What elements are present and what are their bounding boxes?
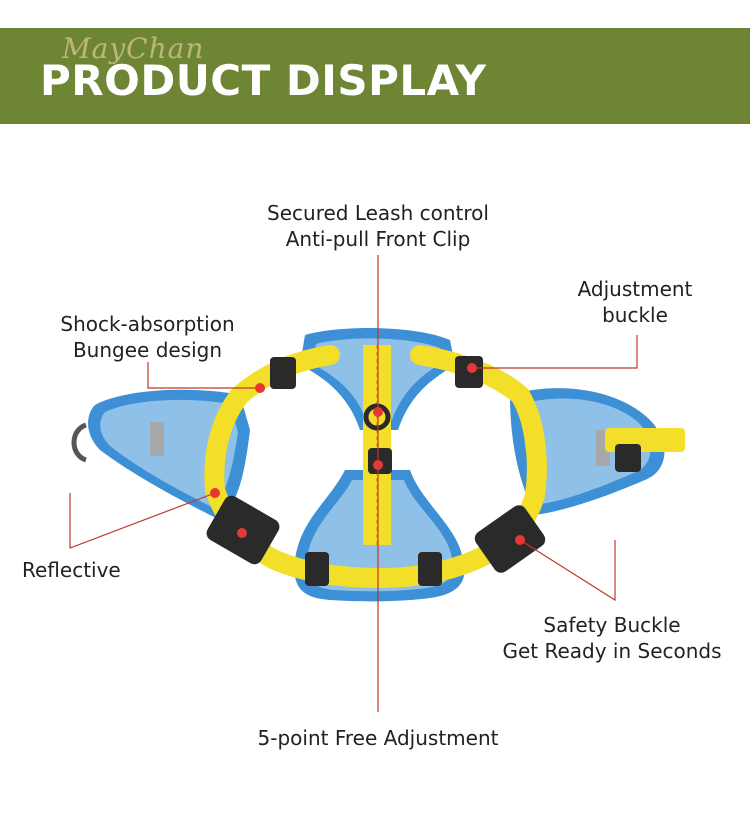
callout-safety-buckle: Safety Buckle Get Ready in Seconds <box>502 613 722 663</box>
d-ring <box>71 422 88 463</box>
slider-buckle <box>418 552 442 586</box>
right-side-pad-inner <box>522 398 651 504</box>
reflective-strip <box>150 422 164 456</box>
slider-buckle <box>615 444 641 472</box>
callout-lines <box>69 255 638 712</box>
slider-buckle <box>305 552 329 586</box>
side-release-buckle <box>474 505 546 573</box>
header-banner: MayChan PRODUCT DISPLAY <box>0 28 750 124</box>
brand-logo: MayChan <box>62 32 205 65</box>
front-clip-ring <box>363 403 391 431</box>
slider-buckle <box>270 357 296 389</box>
marker-dots <box>210 363 525 545</box>
webbing-right-loop <box>511 389 547 497</box>
callout-leash-clip: Secured Leash control Anti-pull Front Cl… <box>267 201 489 251</box>
callout-shock-absorption: Shock-absorption Bungee design <box>60 312 235 362</box>
page-title: PRODUCT DISPLAY <box>40 56 487 105</box>
callout-reflective: Reflective <box>22 558 121 582</box>
callout-free-adjustment: 5-point Free Adjustment <box>257 726 499 750</box>
callout-adjustment-buckle: Adjustment buckle <box>577 277 693 327</box>
webbing-left-loop <box>204 388 249 491</box>
left-side-pad-inner <box>100 399 238 508</box>
